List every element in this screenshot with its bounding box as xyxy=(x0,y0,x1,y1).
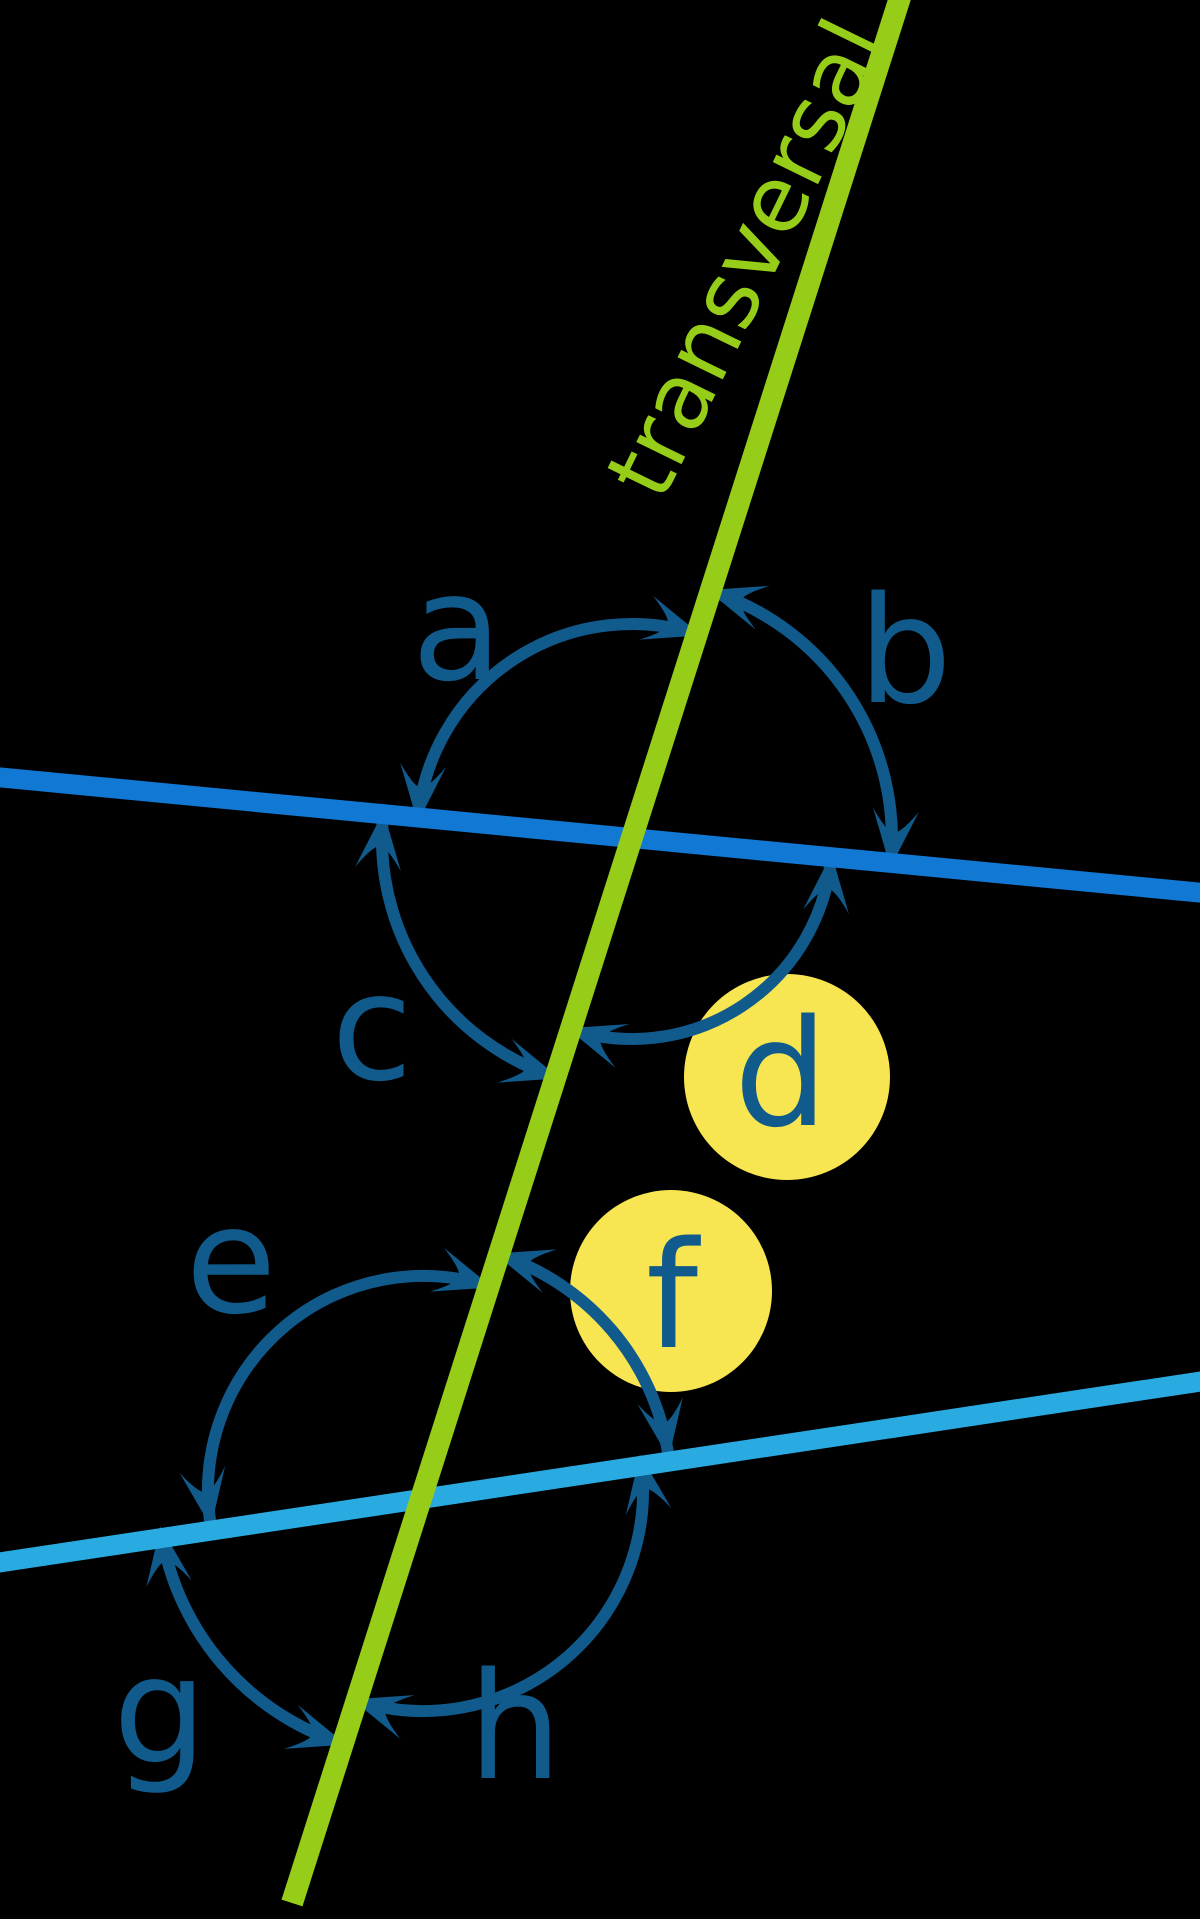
angle-arc-d xyxy=(567,854,849,1068)
angle-arc-g xyxy=(146,1526,347,1750)
angle-arc-f xyxy=(494,1249,683,1458)
angle-label-h: h xyxy=(468,1641,562,1813)
angle-label-a: a xyxy=(412,542,503,714)
parallel-line-1 xyxy=(0,767,1200,903)
angle-arc-h xyxy=(352,1454,672,1739)
angle-label-c: c xyxy=(331,942,412,1114)
angle-label-b: b xyxy=(858,565,952,737)
angle-arc-a xyxy=(400,595,702,823)
angle-label-d: d xyxy=(734,988,828,1160)
transversal-line xyxy=(281,0,911,1907)
parallel-line-2 xyxy=(0,1371,1200,1573)
angle-label-e: e xyxy=(185,1175,276,1347)
transversal-label: transversal xyxy=(586,4,908,514)
angle-label-g: g xyxy=(113,1625,207,1797)
angle-label-f: f xyxy=(646,1210,701,1382)
angle-arc-c xyxy=(355,811,560,1083)
angle-arc-e xyxy=(179,1247,493,1527)
angle-arc-b xyxy=(707,585,919,868)
